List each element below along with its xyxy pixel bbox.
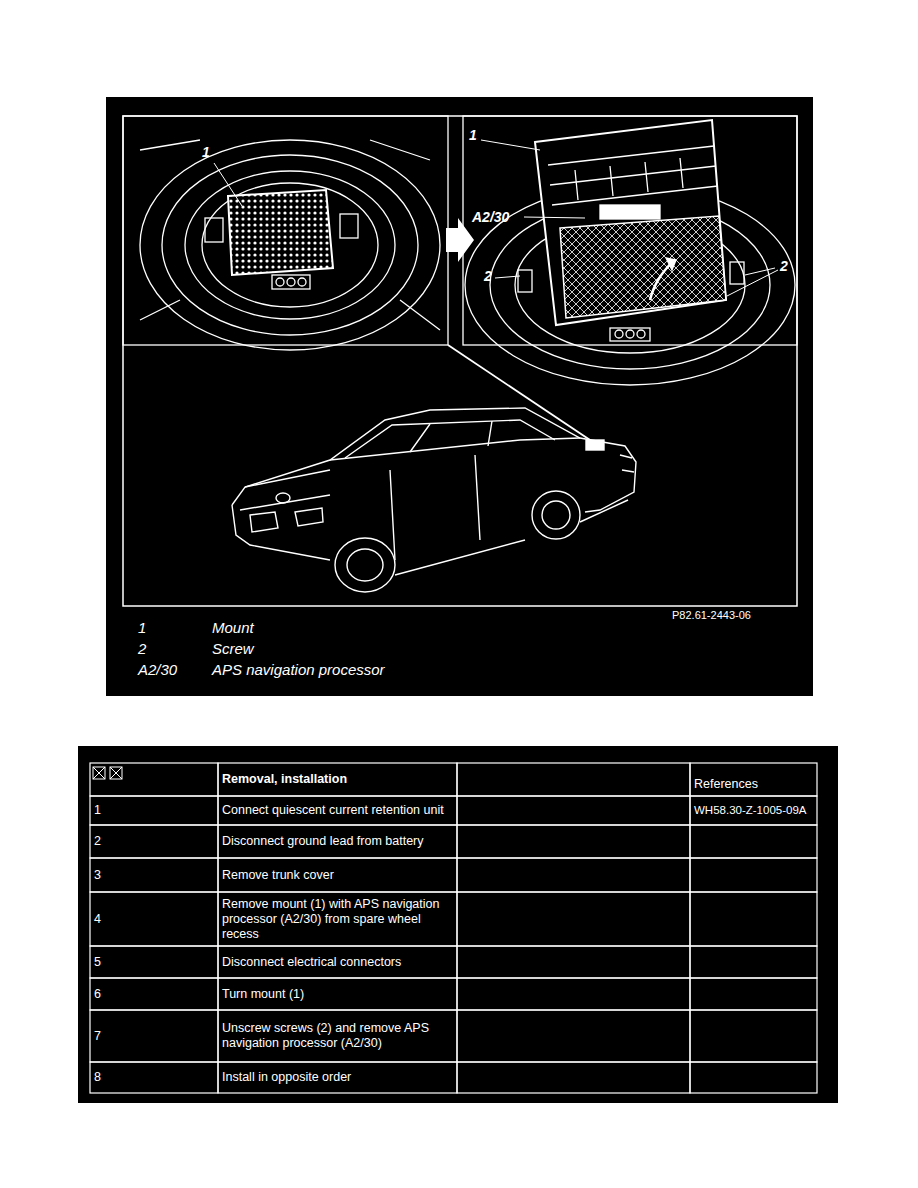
- legend-text: Screw: [212, 640, 254, 658]
- table-cell-text: Disconnect electrical connectors: [218, 946, 457, 978]
- table-cell: [90, 1062, 218, 1093]
- table-cell: [90, 892, 218, 946]
- table-cell: [457, 1062, 690, 1093]
- table-cell: [90, 1010, 218, 1062]
- table-ground: [78, 746, 838, 1103]
- table-cell: [218, 825, 457, 858]
- table-cell: [90, 946, 218, 978]
- callout-number: 1: [469, 127, 477, 144]
- table-cell-text: 8: [90, 1062, 218, 1093]
- table-cell: [90, 978, 218, 1010]
- table-cell: [90, 858, 218, 892]
- table-cell: [690, 892, 817, 946]
- table-cell: [457, 858, 690, 892]
- legend-text: 1: [138, 619, 146, 637]
- table-cell: [457, 825, 690, 858]
- callout-number: 1: [202, 144, 210, 161]
- table-cell: [690, 763, 817, 796]
- figure-number: P82.61-2443-06: [672, 609, 751, 622]
- table-cell: [690, 825, 817, 858]
- table-cell-text: 7: [90, 1010, 218, 1062]
- table-cell-text: 5: [90, 946, 218, 978]
- table-cell: [218, 796, 457, 825]
- callout-number: A2/30: [472, 209, 509, 226]
- table-cell-text: WH58.30-Z-1005-09A: [690, 796, 817, 825]
- header-icon: [93, 767, 122, 779]
- left-inset: [123, 116, 448, 350]
- table-cell: [218, 946, 457, 978]
- table-cell: [218, 892, 457, 946]
- legend-text: 2: [138, 640, 146, 658]
- car-drawing: [232, 345, 636, 592]
- table-cell-text: Remove trunk cover: [218, 858, 457, 892]
- table-cell: [90, 796, 218, 825]
- table-cell: [457, 946, 690, 978]
- table-cell: [457, 978, 690, 1010]
- table-cell-text: 2: [90, 825, 218, 858]
- legend-text: APS navigation processor: [212, 661, 385, 679]
- table-cell: [457, 1010, 690, 1062]
- table-cell-text: Removal, installation: [218, 763, 457, 796]
- table-cell: [218, 1062, 457, 1093]
- table-cell-text: Disconnect ground lead from battery: [218, 825, 457, 858]
- table-cell-text: Remove mount (1) with APS navigation pro…: [218, 892, 457, 946]
- legend-text: Mount: [212, 619, 254, 637]
- table-cell: [690, 1010, 817, 1062]
- table-cell-text: 4: [90, 892, 218, 946]
- table-cell-text: Turn mount (1): [218, 978, 457, 1010]
- table-cell: [218, 1010, 457, 1062]
- table-cell: [690, 978, 817, 1010]
- table-cell: [690, 946, 817, 978]
- table-cell: [218, 858, 457, 892]
- table-cell-text: Connect quiescent current retention unit: [218, 796, 457, 825]
- table-cell: [218, 978, 457, 1010]
- table-cell-text: 1: [90, 796, 218, 825]
- table-cell-text: 6: [90, 978, 218, 1010]
- table-cell: [90, 763, 218, 796]
- callout-number: 2: [484, 268, 492, 285]
- table-cell: [690, 1062, 817, 1093]
- frame: [123, 116, 797, 606]
- callout-number: 2: [780, 258, 788, 275]
- table-cell: [457, 892, 690, 946]
- table-cell: [90, 825, 218, 858]
- table-cell: [457, 763, 690, 796]
- table-cell-text: 3: [90, 858, 218, 892]
- illustration-ground: [106, 97, 813, 696]
- table-cell: [690, 858, 817, 892]
- table-cell-text: Install in opposite order: [218, 1062, 457, 1093]
- legend-text: A2/30: [138, 661, 177, 679]
- table-grid: [90, 763, 817, 1093]
- right-inset: [463, 116, 797, 385]
- leader-lines: [214, 140, 778, 296]
- table-cell: [690, 796, 817, 825]
- table-cell: [457, 796, 690, 825]
- table-cell-text: References: [690, 763, 817, 796]
- table-cell: [218, 763, 457, 796]
- arrow: [446, 218, 474, 262]
- table-cell-text: Unscrew screws (2) and remove APS naviga…: [218, 1010, 457, 1062]
